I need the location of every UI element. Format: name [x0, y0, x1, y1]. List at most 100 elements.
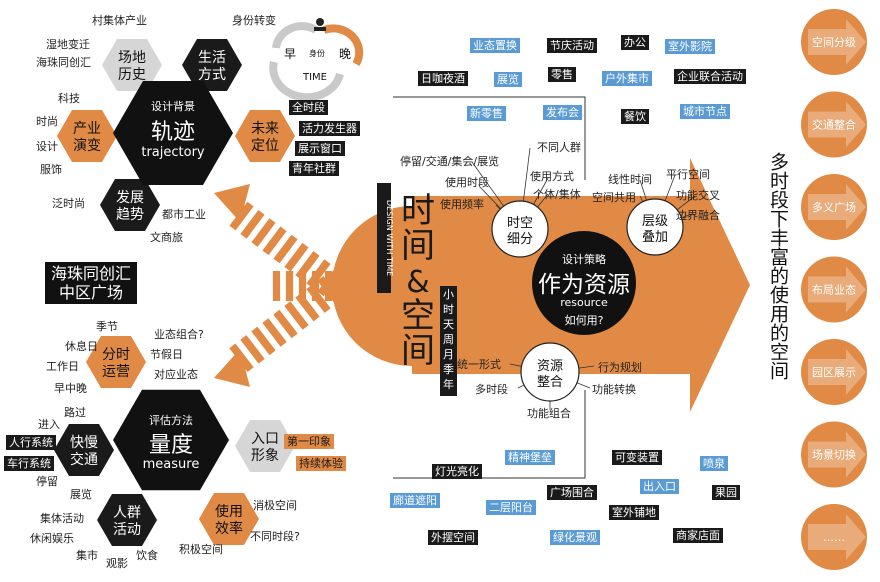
spokes-layer	[639, 174, 696, 219]
right-arrow-circle	[801, 174, 867, 240]
stripe-arrow-down	[229, 276, 342, 372]
top-label: 时尚	[36, 115, 58, 128]
top-program-tag: 零售	[548, 67, 576, 82]
time-arc-bottom	[269, 61, 344, 102]
stripe	[284, 301, 309, 330]
bottom-hex	[199, 493, 259, 545]
small-circle-line: 时空	[507, 216, 533, 231]
bottom-label: 业态组合?	[154, 328, 204, 341]
bottom-label: 集体活动	[40, 512, 84, 525]
bottom-orange-tag: 持续体验	[296, 456, 346, 471]
bottom-label: 不同时段?	[250, 530, 300, 543]
spoke-line	[676, 195, 696, 211]
bottom-hex-line: 分时	[102, 347, 130, 363]
bottom-label: 早中晚	[54, 382, 87, 395]
right-arrow-circle	[801, 91, 867, 158]
stripe	[285, 271, 294, 301]
center-title-char: 空	[401, 296, 435, 336]
spoke-line	[533, 177, 549, 205]
right-arrow-shape	[808, 431, 866, 478]
spoke-label-spatial: 使用方式	[530, 170, 574, 183]
bottom-program-tag: 广场围合	[547, 485, 597, 500]
top-hex	[182, 39, 242, 91]
spoke-line	[639, 195, 644, 202]
spoke-label-layer: 空间共用	[592, 191, 636, 204]
conclusion-text: 多时段下丰富的使用的空间	[767, 152, 789, 380]
bottom-label: 饮食	[136, 549, 158, 562]
time-scale-char: 月	[443, 348, 454, 361]
right-arrow-circle	[801, 9, 867, 75]
top-hex-line: 历史	[118, 67, 146, 83]
spoke-label-layer: 边界融合	[676, 209, 720, 222]
spoke-line	[576, 382, 591, 389]
top-hex-line: 发展	[116, 190, 144, 206]
right-arrow-shape	[808, 184, 866, 230]
bottom-label: 展览	[70, 488, 92, 501]
top-hex	[57, 110, 117, 162]
frame-line-top	[393, 96, 586, 180]
top-hex-line: 演变	[73, 138, 101, 154]
stripe-arrow-down-head	[214, 349, 250, 387]
measure-title: 量度	[149, 433, 193, 458]
spoke-label-spatial: 停留/交通/集会/展览	[400, 155, 500, 168]
top-hex-line: 定位	[251, 138, 279, 154]
stripe	[251, 218, 276, 247]
bottom-label: 对应业态	[154, 368, 198, 381]
top-label: 服饰	[40, 163, 62, 176]
top-label: 村集体产业	[92, 14, 147, 27]
person-icon	[316, 18, 324, 26]
top-program-tag: 户外集市	[602, 71, 652, 86]
bottom-program-tag: 商家店面	[673, 528, 723, 543]
bottom-label: 工作日	[46, 360, 79, 373]
measure-pre: 评估方法	[149, 413, 193, 427]
spoke-line	[495, 204, 501, 210]
stripe	[324, 271, 333, 301]
site-name: 海珠同创汇中区广场	[45, 262, 137, 304]
spoke-label-layer: 功能交叉	[676, 189, 720, 202]
bottom-program-tag: 外摆空间	[428, 530, 478, 545]
bottom-program-tag: 廊道遮阳	[390, 493, 440, 508]
stripe	[240, 335, 265, 364]
time-morning: 早	[284, 47, 296, 61]
top-hex-line: 生活	[198, 50, 226, 66]
bottom-hex-line: 形象	[251, 448, 279, 464]
bottom-program-tag: 绿化景观	[550, 530, 600, 545]
bottom-program-tag: 出入口	[640, 479, 679, 494]
center-title-char: 间	[401, 331, 435, 371]
stripe	[262, 318, 287, 347]
bottom-orange-tag: 第一印象	[284, 434, 334, 449]
spoke-line	[639, 179, 647, 201]
time-scale-char: 天	[443, 318, 454, 331]
top-label: 身份转变	[232, 14, 276, 27]
top-label: 设计	[36, 140, 58, 153]
time-middle: 身份	[309, 48, 325, 58]
strategy-title: 作为资源	[538, 272, 630, 298]
stripe-arrow-left	[272, 271, 333, 301]
time-scale-char: 季	[443, 363, 454, 376]
stripe	[298, 271, 307, 301]
small-circle-line: 整合	[537, 375, 563, 390]
stripe	[272, 271, 281, 301]
spoke-line	[523, 147, 531, 202]
stripe	[273, 309, 298, 339]
stripe	[284, 242, 309, 272]
trajectory-title: 轨迹	[151, 120, 195, 145]
stripe	[240, 210, 265, 239]
spoke-label-layer: 平行空间	[666, 168, 710, 181]
bottom-hex-line: 运营	[102, 364, 130, 380]
top-black-tag: 展示窗口	[295, 141, 345, 156]
top-program-tag: 展览	[494, 72, 522, 87]
bottom-label: 集市	[76, 549, 98, 562]
trajectory-en: trajectory	[141, 145, 205, 160]
time-scale-bar	[440, 286, 457, 396]
strategy-pre: 设计策略	[562, 252, 606, 266]
bottom-black-tag: 人行系统	[6, 435, 56, 450]
top-program-tag: 节庆活动	[547, 38, 597, 53]
top-label: 文商旅	[150, 231, 183, 244]
top-hex-line: 趋势	[116, 207, 144, 223]
bottom-label: 观影	[106, 557, 128, 570]
small-circle-line: 层级	[642, 214, 668, 229]
right-arrow-label: 多义广场	[812, 200, 856, 214]
bottom-program-tag: 果园	[712, 485, 740, 500]
